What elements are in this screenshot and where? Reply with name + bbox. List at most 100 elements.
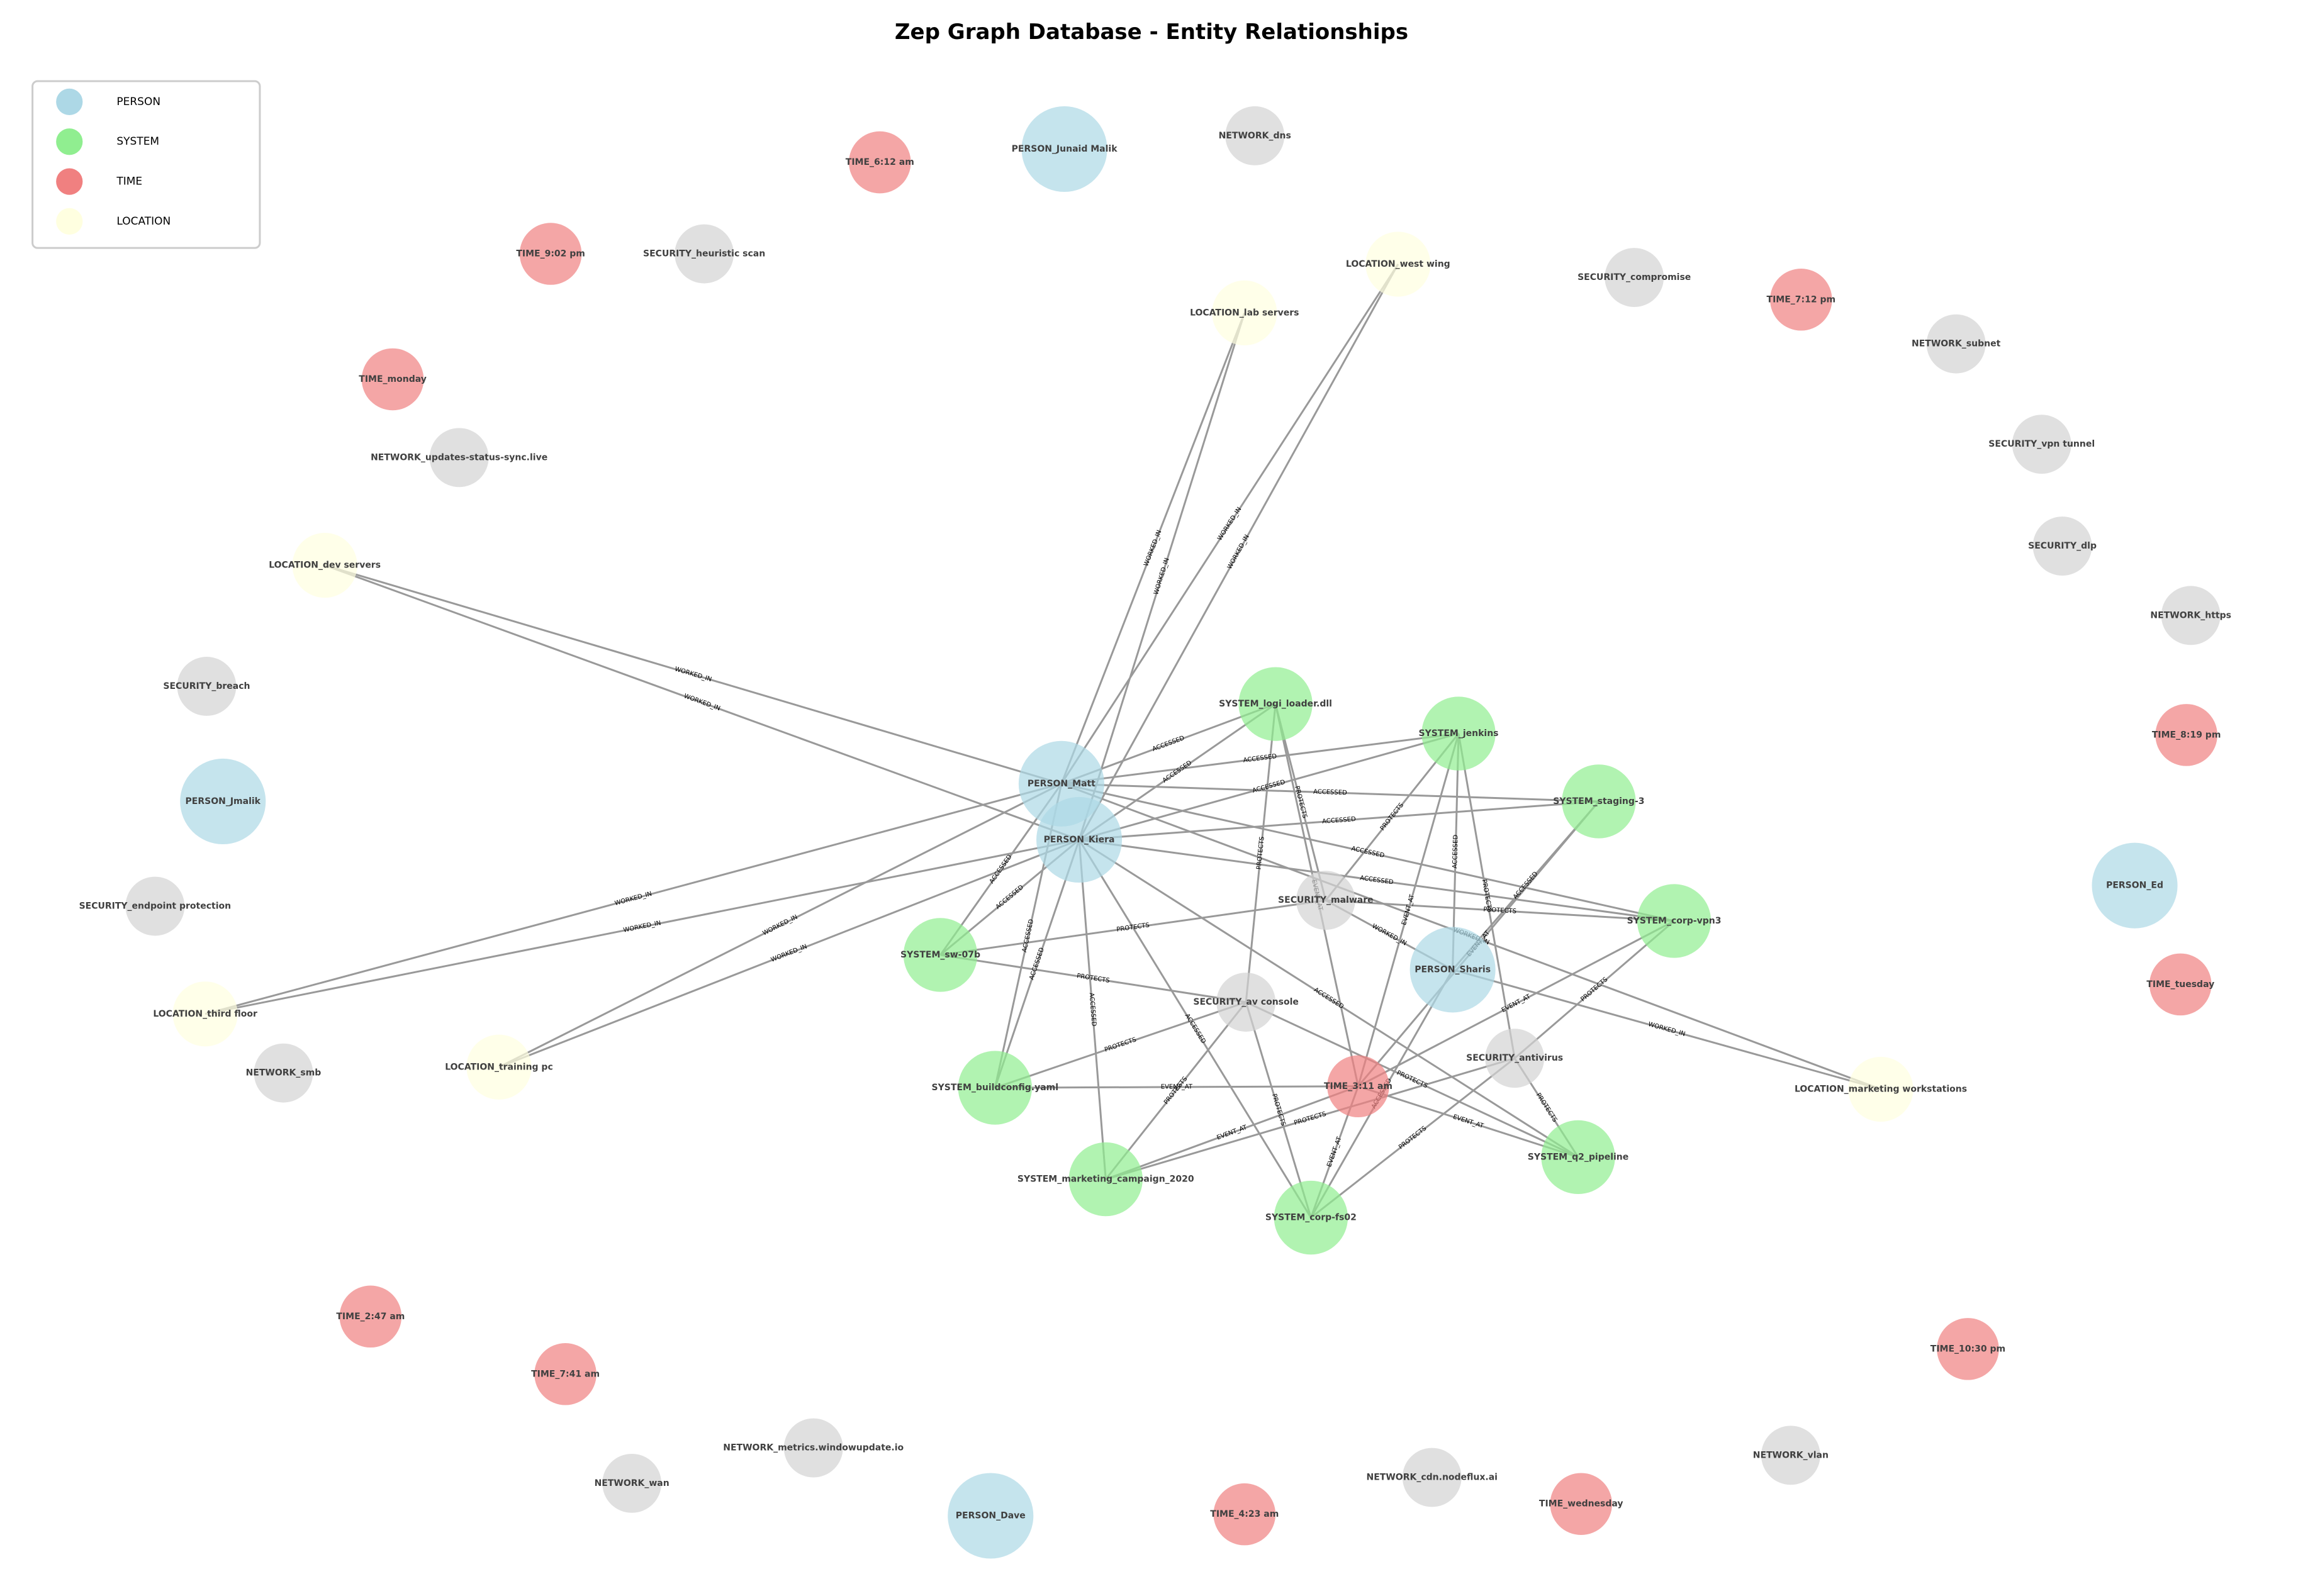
edge-label: ACCESSED: [1243, 753, 1277, 764]
node-system-marketing-campaign-2020[interactable]: [1068, 1142, 1143, 1217]
node-label-network-subnet: NETWORK_subnet: [1912, 339, 2001, 349]
edge-person-kiera-to-location-training-pc: [498, 839, 1080, 1068]
node-system-jenkins[interactable]: [1421, 696, 1496, 771]
node-time-wednesday[interactable]: [1550, 1473, 1612, 1535]
node-network-smb[interactable]: [254, 1043, 313, 1103]
graph-title: Zep Graph Database - Entity Relationship…: [895, 20, 1408, 45]
node-time-9-02-pm[interactable]: [519, 223, 582, 285]
node-security-av-console[interactable]: [1216, 973, 1276, 1032]
node-label-security-heuristic-scan: SECURITY_heuristic scan: [643, 249, 765, 259]
node-time-8-19-pm[interactable]: [2155, 704, 2217, 766]
node-system-sw-07b[interactable]: [903, 918, 978, 992]
node-system-corp-fs02[interactable]: [1274, 1180, 1348, 1255]
node-label-security-dlp: SECURITY_dlp: [2028, 541, 2097, 551]
node-network-dns[interactable]: [1225, 106, 1285, 165]
node-system-corp-vpn3[interactable]: [1637, 884, 1712, 958]
edge-security-antivirus-to-system-jenkins: [1457, 733, 1516, 1059]
legend-swatch-person: [56, 88, 83, 115]
edge-person-matt-to-location-west-wing: [1060, 264, 1399, 784]
edge-person-sharis-to-location-marketing-workstations: [1452, 968, 1881, 1090]
node-label-time-7-41-am: TIME_7:41 am: [531, 1369, 600, 1379]
node-time-monday[interactable]: [361, 348, 424, 411]
node-label-person-sharis: PERSON_Sharis: [1415, 964, 1491, 974]
node-time-2-47-am[interactable]: [339, 1285, 402, 1348]
edge-person-kiera-to-system-jenkins: [1079, 732, 1459, 841]
edge-time-3-11-am-to-system-marketing-campaign-2020: [1105, 1085, 1359, 1180]
node-location-dev-servers[interactable]: [292, 532, 357, 598]
node-location-west-wing[interactable]: [1365, 232, 1431, 297]
node-label-time-7-12-pm: TIME_7:12 pm: [1767, 294, 1836, 304]
edge-label: WORKED_IN: [770, 943, 809, 963]
node-label-system-corp-fs02: SYSTEM_corp-fs02: [1265, 1213, 1357, 1223]
node-network-wan[interactable]: [602, 1453, 662, 1513]
node-security-vpn-tunnel[interactable]: [2012, 415, 2071, 474]
node-security-malware[interactable]: [1296, 871, 1355, 930]
node-network-https[interactable]: [2161, 586, 2221, 645]
legend-swatch-location: [56, 208, 83, 235]
edge-label: ACCESSED: [1322, 816, 1357, 825]
node-label-location-training-pc: LOCATION_training pc: [445, 1062, 553, 1072]
node-label-network-vlan: NETWORK_vlan: [1753, 1450, 1829, 1460]
edge-label: EVENT_AT: [1326, 1136, 1343, 1168]
edge-label: EVENT_AT: [1401, 893, 1416, 926]
node-network-vlan[interactable]: [1761, 1426, 1820, 1485]
node-person-dave[interactable]: [948, 1473, 1034, 1559]
node-time-4-23-am[interactable]: [1213, 1483, 1276, 1546]
node-person-kiera[interactable]: [1036, 796, 1123, 883]
edge-label: ACCESSED: [1028, 947, 1046, 981]
node-label-time-10-30-pm: TIME_10:30 pm: [1930, 1344, 2005, 1354]
node-security-dlp[interactable]: [2032, 516, 2092, 576]
node-label-layer: PERSON_Junaid MalikNETWORK_dnsTIME_6:12 …: [79, 131, 2231, 1521]
node-person-ed[interactable]: [2092, 842, 2178, 929]
node-location-training-pc[interactable]: [466, 1034, 532, 1100]
edge-time-3-11-am-to-system-jenkins: [1357, 733, 1460, 1087]
node-security-compromise[interactable]: [1605, 248, 1664, 308]
node-location-marketing-workstations[interactable]: [1848, 1056, 1914, 1122]
node-location-lab-servers[interactable]: [1212, 280, 1277, 345]
node-network-updates-status-sync-live[interactable]: [429, 428, 489, 488]
node-label-time-8-19-pm: TIME_8:19 pm: [2152, 730, 2221, 740]
edge-label: PROTECTS: [1256, 836, 1266, 870]
node-network-subnet[interactable]: [1926, 314, 1986, 374]
node-label-security-vpn-tunnel: SECURITY_vpn tunnel: [1988, 439, 2095, 449]
edge-security-av-console-to-system-corp-fs02: [1245, 1002, 1312, 1219]
edge-person-kiera-to-system-q2-pipeline: [1079, 839, 1579, 1158]
node-label-person-ed: PERSON_Ed: [2106, 881, 2163, 891]
node-label-system-staging-3: SYSTEM_staging-3: [1553, 796, 1644, 806]
node-security-endpoint-protection[interactable]: [125, 876, 185, 936]
edge-label: WORKED_IN: [623, 920, 662, 934]
edge-label: PROTECTS: [1396, 1069, 1428, 1090]
node-time-6-12-am[interactable]: [849, 131, 911, 194]
edge-label: WORKED_IN: [1216, 506, 1243, 542]
node-system-buildconfig-yaml[interactable]: [958, 1051, 1032, 1125]
node-system-staging-3[interactable]: [1562, 764, 1636, 839]
node-security-breach[interactable]: [177, 657, 237, 716]
node-system-logi-loader-dll[interactable]: [1238, 667, 1313, 741]
node-label-location-lab-servers: LOCATION_lab servers: [1190, 308, 1299, 318]
node-location-third-floor[interactable]: [172, 981, 238, 1047]
node-network-metrics-windowupdate-io[interactable]: [783, 1418, 843, 1478]
edge-person-matt-to-system-corp-vpn3: [1061, 783, 1674, 922]
node-label-security-malware: SECURITY_malware: [1278, 895, 1374, 905]
node-label-time-6-12-am: TIME_6:12 am: [846, 157, 914, 167]
node-label-security-endpoint-protection: SECURITY_endpoint protection: [79, 901, 232, 912]
node-security-antivirus[interactable]: [1485, 1029, 1545, 1088]
edge-security-av-console-to-system-marketing-campaign-2020: [1105, 1002, 1247, 1180]
node-label-network-metrics-windowupdate-io: NETWORK_metrics.windowupdate.io: [723, 1443, 904, 1453]
node-time-10-30-pm[interactable]: [1937, 1318, 1999, 1380]
node-time-tuesday[interactable]: [2149, 953, 2212, 1016]
node-person-jmalik[interactable]: [180, 758, 266, 844]
node-time-7-12-pm[interactable]: [1770, 269, 1832, 331]
node-security-heuristic-scan[interactable]: [675, 224, 734, 284]
node-network-cdn-nodeflux-ai[interactable]: [1402, 1448, 1462, 1507]
node-label-network-cdn-nodeflux-ai: NETWORK_cdn.nodeflux.ai: [1367, 1473, 1498, 1483]
node-person-junaid-malik[interactable]: [1021, 106, 1107, 192]
node-label-system-logi-loader-dll: SYSTEM_logi_loader.dll: [1219, 699, 1332, 709]
node-person-sharis[interactable]: [1409, 927, 1496, 1013]
node-time-7-41-am[interactable]: [534, 1343, 597, 1405]
edge-security-av-console-to-system-buildconfig-yaml: [994, 1001, 1247, 1089]
edge-person-kiera-to-location-third-floor: [205, 839, 1080, 1015]
node-system-q2-pipeline[interactable]: [1541, 1120, 1615, 1195]
edge-security-antivirus-to-system-corp-fs02: [1310, 1057, 1516, 1219]
node-time-3-11-am[interactable]: [1327, 1055, 1389, 1118]
